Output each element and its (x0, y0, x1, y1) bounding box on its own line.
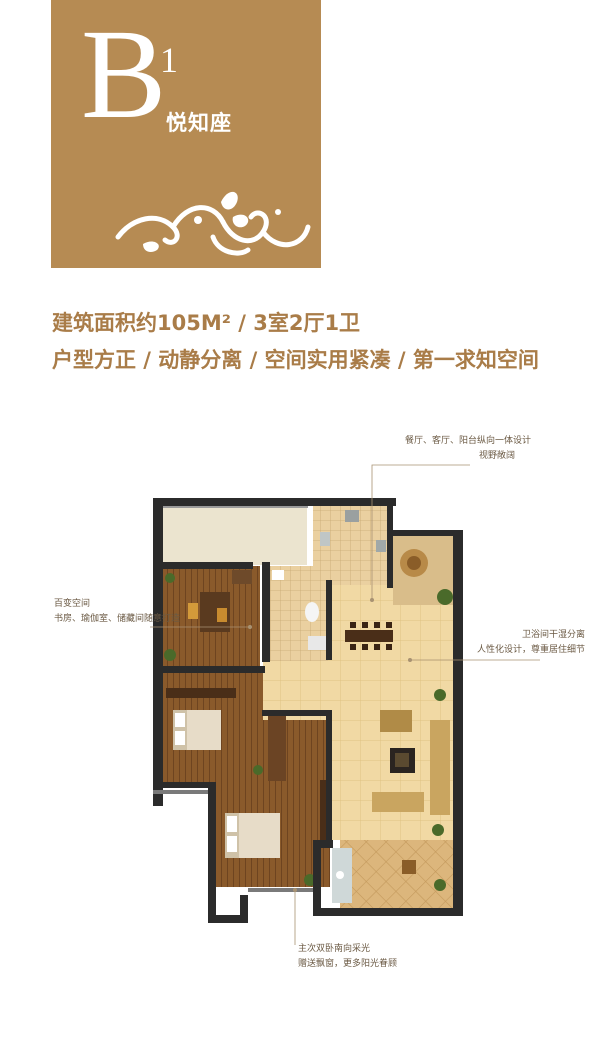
annotation-left-line1: 百变空间 (54, 599, 91, 609)
unit-name: 悦知座 (166, 111, 232, 135)
furniture (164, 510, 453, 891)
annotation-bathroom: 卫浴间干湿分离 人性化设计，尊重居住细节 (477, 628, 585, 658)
annotation-bottom-line1: 主次双卧南向采光 (298, 944, 371, 954)
annotation-right-line2: 人性化设计，尊重居住细节 (477, 645, 586, 655)
walls (153, 498, 463, 923)
leader-lines (150, 464, 540, 945)
header-block: B 1 悦知座 (51, 0, 321, 268)
annotation-dining-living: 餐厅、客厅、阳台纵向一体设计 视野敞阔 (405, 434, 531, 464)
annotation-flexible-space: 百变空间 书房、瑜伽室、储藏间随意打造 (54, 597, 180, 627)
unit-type-number: 1 (160, 40, 178, 80)
annotation-left-line2: 书房、瑜伽室、储藏间随意打造 (54, 614, 181, 624)
annotation-top-line2: 视野敞阔 (479, 451, 516, 461)
balcony-top (162, 505, 307, 565)
unit-type-letter: B (81, 3, 167, 145)
annotation-bottom-line2: 赠送飘窗，更多阳光眷顾 (298, 959, 398, 969)
ornament-flourish (115, 191, 311, 256)
annotation-top-line1: 餐厅、客厅、阳台纵向一体设计 (405, 436, 532, 446)
terrace-floor (340, 840, 453, 910)
annotation-right-line1: 卫浴间干湿分离 (522, 630, 586, 640)
annotation-bedrooms: 主次双卧南向采光 赠送飘窗，更多阳光眷顾 (298, 942, 397, 972)
headline-features: 户型方正 / 动静分离 / 空间实用紧凑 / 第一求知空间 (52, 348, 539, 372)
headline-area-rooms: 建筑面积约105M² / 3室2厅1卫 (52, 311, 361, 335)
